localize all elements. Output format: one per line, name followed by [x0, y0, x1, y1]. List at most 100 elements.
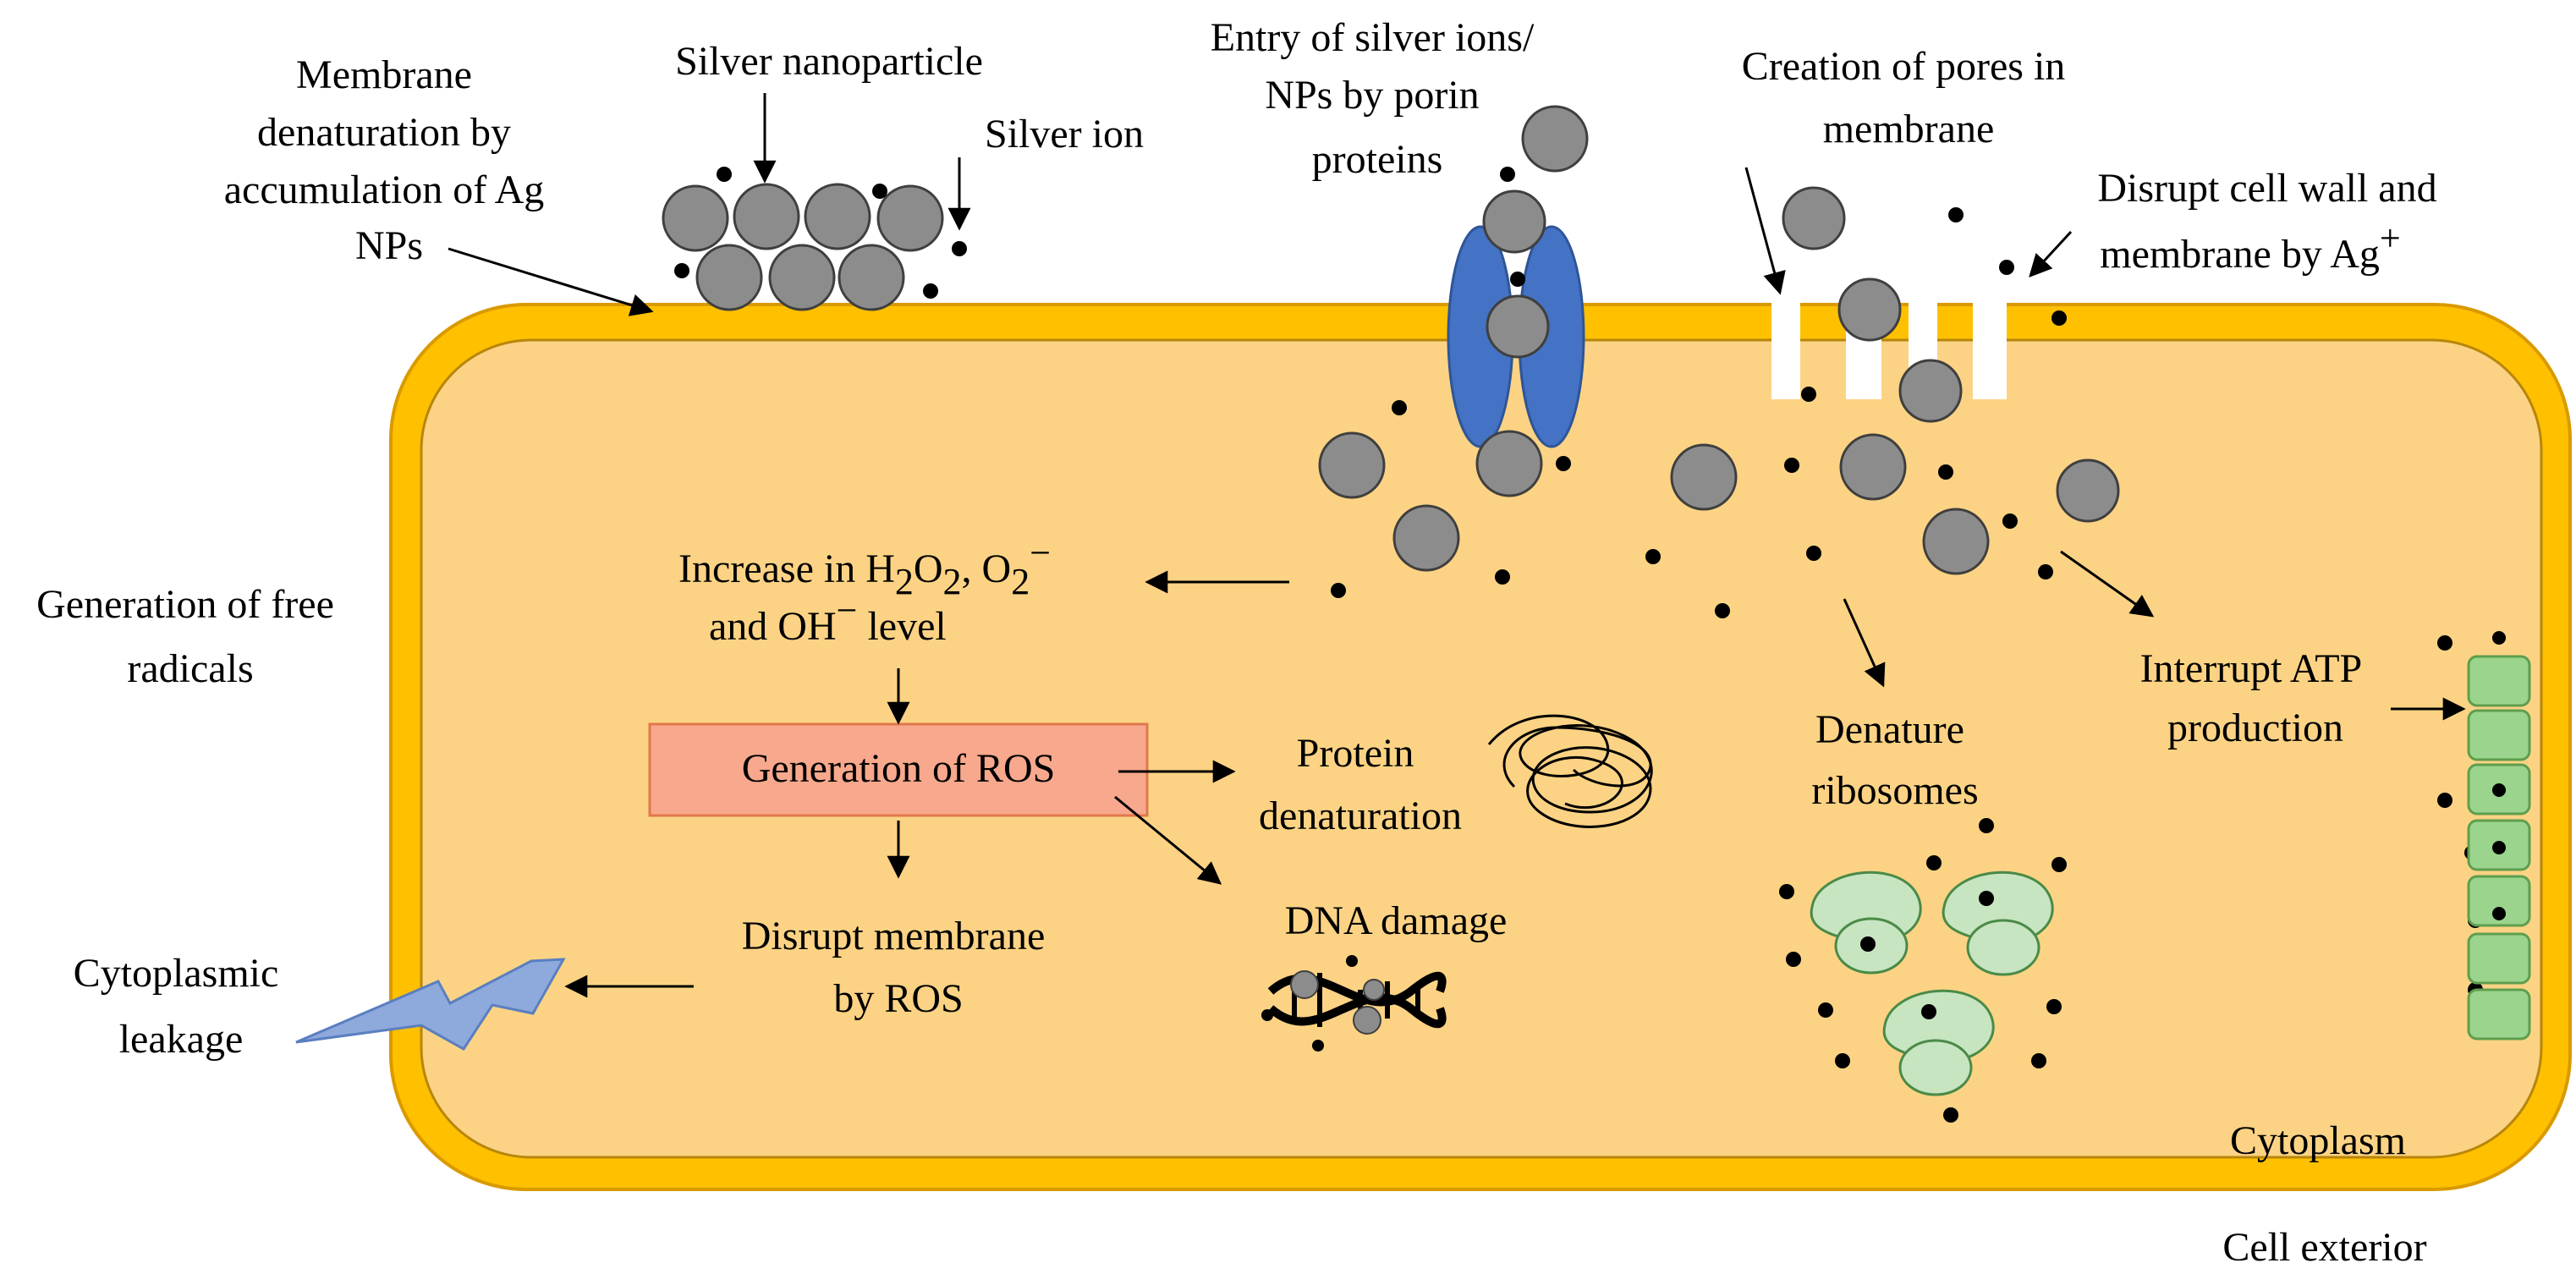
silver-nanoparticle-icon [768, 244, 836, 311]
cell-exterior-label: Cell exterior [2222, 1225, 2426, 1270]
atp-synthase-unit [2467, 932, 2531, 985]
silver-ion-dot [2492, 841, 2506, 854]
silver-nanoparticle-icon [876, 184, 944, 252]
silver-ion-dot [1645, 549, 1661, 564]
silver-nanoparticle-icon [1782, 186, 1846, 250]
arrow [1843, 598, 1886, 688]
silver-nanoparticle-icon [733, 183, 800, 250]
silver-nanoparticle-icon [1392, 504, 1460, 572]
silver-nanoparticle-icon [695, 244, 763, 311]
pores-label: Creation of pores in membrane [1742, 44, 2076, 151]
silver-nanoparticle-icon [2056, 459, 2120, 523]
silver-ion-dot [1261, 1009, 1273, 1021]
silver-ion-dot [1938, 464, 1953, 480]
increase-h2o2-label-line2: and OH− level [709, 590, 947, 649]
silver-ion-dot [2492, 631, 2506, 645]
silver-ion-dot [1948, 207, 1964, 222]
protein-coil [1487, 714, 1653, 828]
silver-ion-dot [1835, 1053, 1850, 1068]
atp-synthase-unit [2467, 655, 2531, 707]
silver-nanoparticle-icon [1475, 430, 1543, 497]
silver-ion-dot [1715, 603, 1730, 618]
silver-nanoparticle-icon [804, 183, 871, 250]
silver-nanoparticle-icon [1922, 508, 1990, 575]
silver-ion-dot [2031, 1053, 2046, 1068]
silver-ion-dot [2051, 857, 2067, 872]
cytoplasm-label: Cytoplasm [2230, 1118, 2406, 1163]
silver-ion-dot [674, 263, 689, 278]
silver-nanoparticle-icon [662, 184, 729, 252]
membrane-denaturation-label: Membrane denaturation by accumulation of… [224, 52, 555, 268]
silver-nanoparticle-label: Silver nanoparticle [675, 39, 983, 84]
silver-ion-dot [2437, 793, 2452, 808]
silver-nanoparticles [662, 105, 2120, 575]
silver-ion-dot [1979, 891, 1994, 906]
silver-ion-dot [2492, 783, 2506, 797]
silver-ion-dot [872, 184, 887, 199]
ros-label: Generation of ROS [742, 746, 1056, 791]
arrows [448, 93, 2466, 998]
labels: Membrane denaturation by accumulation of… [36, 15, 2437, 1270]
silver-ion-dot [1556, 456, 1571, 471]
ribosome [1882, 989, 1995, 1096]
silver-ion-dot [2492, 907, 2506, 920]
entry-porin-label: Entry of silver ions/ NPs by porin prote… [1211, 15, 1545, 182]
free-radicals-label: Generation of free radicals [36, 582, 344, 691]
ribosomes [1810, 870, 2054, 1096]
protein-coil [1502, 726, 1652, 788]
protein-label: Protein denaturation [1259, 731, 1462, 838]
silver-ion-dot [1500, 167, 1515, 182]
silver-ion-dot [1779, 884, 1794, 899]
silver-ion-dot [1786, 952, 1801, 967]
ribosome-small [1898, 1039, 1973, 1096]
silver-ion-dot [2046, 999, 2062, 1014]
silver-nanoparticle-icon [1898, 359, 1963, 423]
silver-nanoparticle-icon [1353, 1006, 1381, 1035]
increase-h2o2-label: Increase in H2O2, O2− [678, 532, 1051, 602]
silver-ion-dot [1331, 583, 1346, 598]
silver-nanoparticle-icon [838, 244, 905, 311]
leakage-bolt-icon [295, 958, 566, 1051]
ribosomes-label: Denature ribosomes [1811, 707, 1978, 813]
silver-ion-dot [1510, 272, 1525, 287]
silver-ion-dot [1818, 1002, 1833, 1018]
silver-ion-dot [1392, 400, 1407, 415]
silver-ion-dot [2038, 564, 2053, 579]
silver-nanoparticle-icon [1837, 277, 1902, 342]
silver-ion-dot [1495, 569, 1510, 585]
silver-ion-dot [1784, 458, 1799, 473]
silver-ion-dot [1921, 1004, 1936, 1019]
pore [1771, 294, 1800, 399]
silver-nanoparticle-icon [1839, 433, 1907, 501]
silver-ion-dot [923, 283, 938, 299]
silver-ion-dot [2437, 635, 2452, 651]
arrow [1744, 167, 1786, 295]
silver-ion-dot [717, 167, 732, 182]
dna-damage-label: DNA damage [1285, 898, 1508, 943]
arrow [2060, 550, 2155, 618]
silver-nanoparticle-icon [1482, 189, 1546, 254]
silver-ion-dot [1860, 936, 1876, 952]
silver-nanoparticle-icon [1318, 431, 1386, 499]
silver-ion-dot [1806, 546, 1821, 561]
atp-synthase-stack [2467, 655, 2531, 1041]
silver-nanoparticle-icon [1363, 979, 1385, 1001]
silver-ion-dot [1312, 1040, 1324, 1052]
dna-icon [1261, 955, 1447, 1052]
silver-ion-dot [952, 241, 967, 256]
silver-nanoparticle-icon [1290, 970, 1319, 999]
silver-nanoparticle-icon [1486, 294, 1550, 359]
silver-nanoparticle-icon [1670, 443, 1738, 511]
arrow [448, 247, 654, 316]
atp-synthase-unit [2467, 875, 2531, 927]
silver-ion-dot [1979, 818, 1994, 833]
arrow [1114, 795, 1222, 885]
silver-ion-dot [1346, 955, 1358, 967]
arrow [2029, 230, 2073, 277]
silver-ion-dot [1801, 387, 1816, 402]
ribosome-large [1882, 989, 1995, 1063]
ribosome-ions [1860, 891, 1994, 1019]
silver-ion-dot [1999, 260, 2014, 275]
atp-label: Interrupt ATP production [2140, 646, 2371, 750]
